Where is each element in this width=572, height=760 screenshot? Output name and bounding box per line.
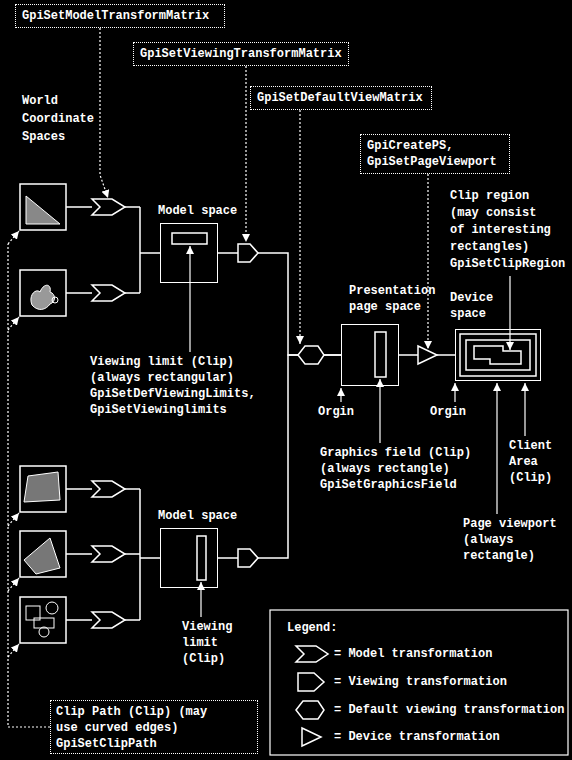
kite-shape [24, 538, 60, 574]
world-space-frame [20, 597, 66, 643]
model-transform-symbol [92, 199, 125, 215]
pointer-arrow [496, 383, 497, 514]
space-heading: Model space [158, 508, 237, 524]
function-box: GpiSetModelTransformMatrix [15, 4, 225, 28]
annotation-label: Viewing limit (Clip) [182, 619, 236, 667]
leader-arrow [299, 110, 300, 344]
space-heading: Device space [450, 290, 496, 322]
leader-arrow [8, 578, 19, 591]
legend-text: = Model transformation [334, 646, 492, 662]
space-heading: Model space [158, 203, 237, 219]
model-transform-symbol [92, 481, 125, 497]
legend-text: = Device transformation [334, 729, 500, 745]
legend-frame [270, 610, 568, 755]
legend-device-symbol [302, 728, 321, 746]
annotation-label: Graphics field (Clip) (always rectangle)… [320, 445, 476, 493]
viewing-limit-rect [172, 233, 207, 244]
pointer-arrow [379, 379, 380, 443]
function-name: GpiSetDefaultViewMatrix [257, 90, 425, 106]
transform-connector [399, 354, 455, 356]
pointer-arrow [454, 383, 455, 402]
world-space-frame [20, 184, 66, 230]
transform-connector [218, 253, 341, 355]
world-space-frame [20, 270, 66, 316]
device-transform-symbol [418, 346, 437, 364]
viewing-limit-rect [197, 536, 206, 580]
leader-arrow [8, 231, 19, 244]
annotation-label: Orgin [430, 404, 466, 420]
viewing-transform-symbol [238, 244, 258, 262]
legend-viewing-symbol [298, 673, 324, 691]
model-transform-symbol [92, 612, 125, 628]
world-space-frame [20, 466, 66, 512]
client-area-rect [466, 340, 530, 370]
viewing-transform-symbol [238, 549, 258, 567]
default-view-transform-symbol [298, 346, 324, 364]
annotation-label: Clip region (may consist of interesting … [450, 188, 552, 273]
pointer-arrow [200, 582, 201, 617]
annotation-label: Page viewport (always rectangle) [463, 516, 559, 564]
legend-default-view-symbol [296, 701, 324, 719]
function-name: GpiSetModelTransformMatrix [22, 8, 218, 24]
pointer-arrow [509, 276, 510, 350]
leader-arrow [8, 644, 19, 657]
leader-arrow [427, 174, 428, 349]
function-name: Clip Path (Clip) (may use curved edges) … [56, 704, 216, 752]
annotation-label: Client Area (Clip) [509, 438, 555, 486]
legend-text: = Default viewing transformation [334, 702, 564, 718]
world-space-frame [20, 531, 66, 577]
legend-model-symbol [296, 646, 328, 662]
annotation-label: Orgin [318, 404, 354, 420]
annotation-label: Legend: [287, 620, 337, 636]
clip-path-box: Clip Path (Clip) (may use curved edges) … [50, 700, 258, 754]
function-box: GpiSetDefaultViewMatrix [250, 86, 432, 110]
pointer-arrow [189, 246, 190, 352]
leader-line [8, 244, 50, 727]
function-box: GpiCreatePS, GpiSetPageViewport [360, 134, 510, 174]
wire [66, 489, 160, 620]
function-name: GpiSetViewingTransformMatrix [140, 46, 342, 62]
puzzle-piece [34, 618, 54, 628]
curved-shape [31, 285, 55, 309]
space-heading: Presentation page space [349, 283, 439, 315]
quadrilateral-shape [24, 472, 60, 502]
model-transform-symbol [92, 285, 125, 301]
curved-shape-ring [52, 297, 58, 303]
model-space-box: Model space [160, 528, 218, 588]
function-box: GpiSetViewingTransformMatrix [133, 42, 349, 66]
page-space-box: Presentation page space [341, 324, 399, 386]
leader-arrow [8, 513, 19, 526]
puzzle-piece [46, 602, 58, 614]
leader-arrow [245, 66, 246, 242]
puzzle-piece [26, 606, 40, 620]
pointer-arrow [524, 383, 525, 436]
triangle-shape [26, 196, 60, 224]
leader-arrow [8, 317, 19, 330]
model-space-box: Model space [160, 223, 218, 283]
graphics-field-rect [375, 332, 386, 377]
wire [66, 207, 160, 293]
puzzle-piece [39, 627, 49, 637]
leader-arrow [100, 28, 108, 198]
model-transform-symbol [92, 546, 125, 562]
device-space-box: Device space [455, 329, 541, 381]
annotation-label: Viewing limit (Clip) (always rectangular… [90, 354, 260, 418]
pointer-arrow [340, 388, 341, 402]
annotation-label: World Coordinate Spaces [22, 92, 98, 146]
clip-region-shape [474, 346, 521, 364]
legend-text: = Viewing transformation [334, 674, 507, 690]
page-viewport-rect [460, 334, 536, 376]
function-name: GpiCreatePS, GpiSetPageViewport [367, 138, 503, 170]
